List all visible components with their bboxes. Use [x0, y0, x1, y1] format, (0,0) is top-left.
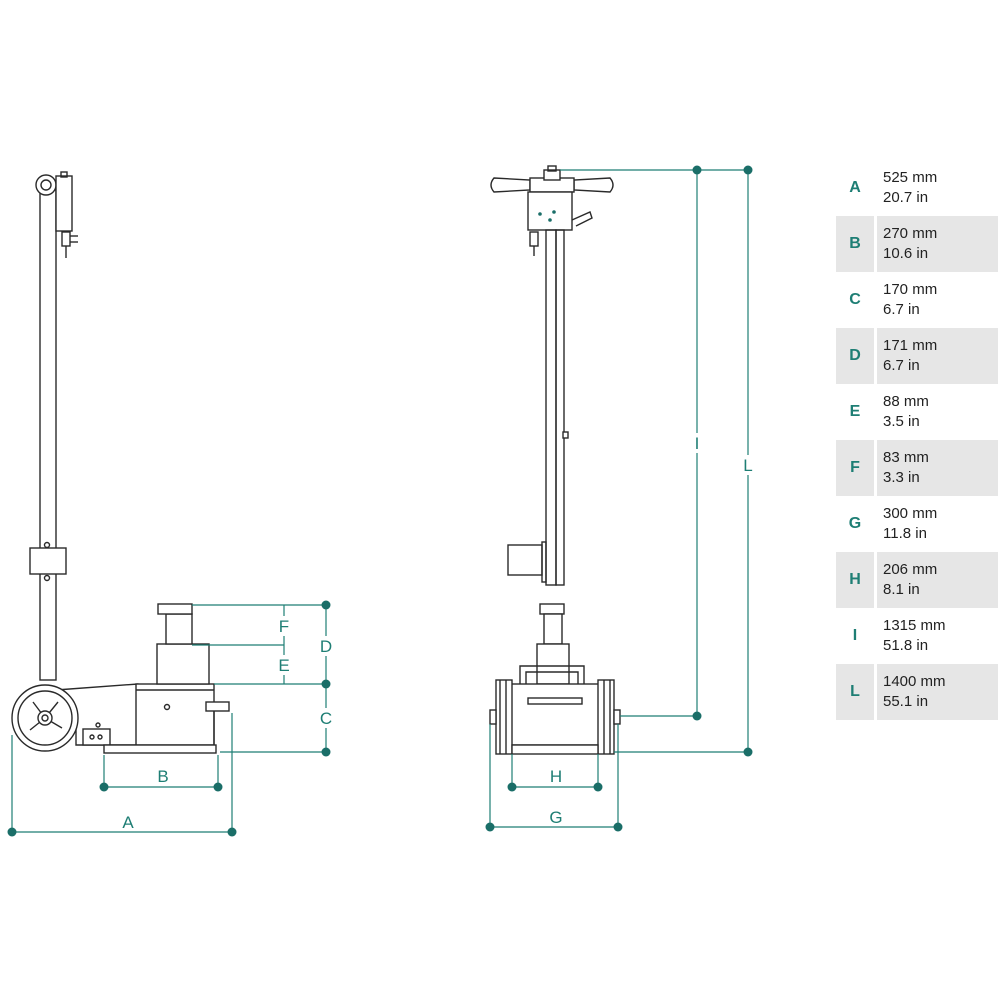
spec-values: 171 mm 6.7 in: [877, 328, 998, 384]
spec-values: 525 mm 20.7 in: [877, 160, 998, 216]
spec-row-f: F 83 mm 3.3 in: [836, 440, 998, 496]
dimension-letters: A B F E D C G H I L: [122, 434, 752, 832]
dim-label-c: C: [320, 709, 332, 728]
dim-label-b: B: [157, 767, 168, 786]
spec-mm: 1400 mm: [883, 673, 946, 690]
spec-mm: 1315 mm: [883, 617, 946, 634]
spec-in: 6.7 in: [883, 357, 920, 374]
front-view-jack: [489, 165, 621, 755]
spec-in: 51.8 in: [883, 637, 929, 654]
dim-label-h: H: [550, 767, 562, 786]
spec-letter: I: [852, 627, 858, 644]
spec-row-a: A 525 mm 20.7 in: [836, 160, 998, 216]
spec-row-e: E 88 mm 3.5 in: [836, 384, 998, 440]
spec-mm: 88 mm: [883, 393, 929, 410]
spec-letter: A: [849, 179, 861, 196]
spec-in: 3.5 in: [883, 413, 920, 430]
spec-row-h: H 206 mm 8.1 in: [836, 552, 998, 608]
spec-mm: 171 mm: [883, 337, 938, 354]
spec-values: 206 mm 8.1 in: [877, 552, 998, 608]
spec-row-d: D 171 mm 6.7 in: [836, 328, 998, 384]
spec-letter: E: [849, 403, 861, 420]
spec-in: 6.7 in: [883, 301, 920, 318]
spec-mm: 300 mm: [883, 505, 938, 522]
spec-letter: F: [836, 440, 874, 496]
spec-letter: D: [836, 328, 874, 384]
spec-letter: C: [849, 291, 861, 308]
spec-values: 88 mm 3.5 in: [877, 384, 998, 440]
spec-row-l: L 1400 mm 55.1 in: [836, 664, 998, 720]
spec-mm: 206 mm: [883, 561, 938, 578]
spec-mm: 270 mm: [883, 225, 938, 242]
spec-values: 170 mm 6.7 in: [877, 272, 998, 328]
spec-row-b: B 270 mm 10.6 in: [836, 216, 998, 272]
spec-values: 1400 mm 55.1 in: [877, 664, 998, 720]
spec-row-i: I 1315 mm 51.8 in: [836, 608, 998, 664]
dim-label-d: D: [320, 637, 332, 656]
spec-in: 10.6 in: [883, 245, 929, 262]
dim-label-g: G: [549, 808, 562, 827]
label-backgrounds: [277, 433, 755, 728]
spec-letter: B: [836, 216, 874, 272]
spec-row-c: C 170 mm 6.7 in: [836, 272, 998, 328]
dim-label-i: I: [695, 434, 700, 453]
spec-values: 1315 mm 51.8 in: [877, 608, 998, 664]
side-view-jack: [11, 171, 230, 754]
dim-label-l: L: [743, 456, 752, 475]
spec-letter: H: [836, 552, 874, 608]
dim-label-f: F: [279, 617, 289, 636]
spec-in: 55.1 in: [883, 693, 929, 710]
spec-values: 300 mm 11.8 in: [877, 496, 998, 552]
spec-mm: 170 mm: [883, 281, 938, 298]
dimension-spec-table: A 525 mm 20.7 in B 270 mm 10.6 in C 170 …: [836, 160, 998, 720]
spec-mm: 83 mm: [883, 449, 929, 466]
spec-in: 8.1 in: [883, 581, 920, 598]
dim-label-a: A: [122, 813, 134, 832]
spec-values: 270 mm 10.6 in: [877, 216, 998, 272]
spec-letter: L: [836, 664, 874, 720]
spec-letter: G: [848, 515, 862, 532]
spec-in: 3.3 in: [883, 469, 920, 486]
spec-row-g: G 300 mm 11.8 in: [836, 496, 998, 552]
spec-mm: 525 mm: [883, 169, 938, 186]
spec-values: 83 mm 3.3 in: [877, 440, 998, 496]
spec-in: 11.8 in: [883, 525, 927, 542]
dim-label-e: E: [278, 656, 289, 675]
spec-in: 20.7 in: [883, 189, 929, 206]
